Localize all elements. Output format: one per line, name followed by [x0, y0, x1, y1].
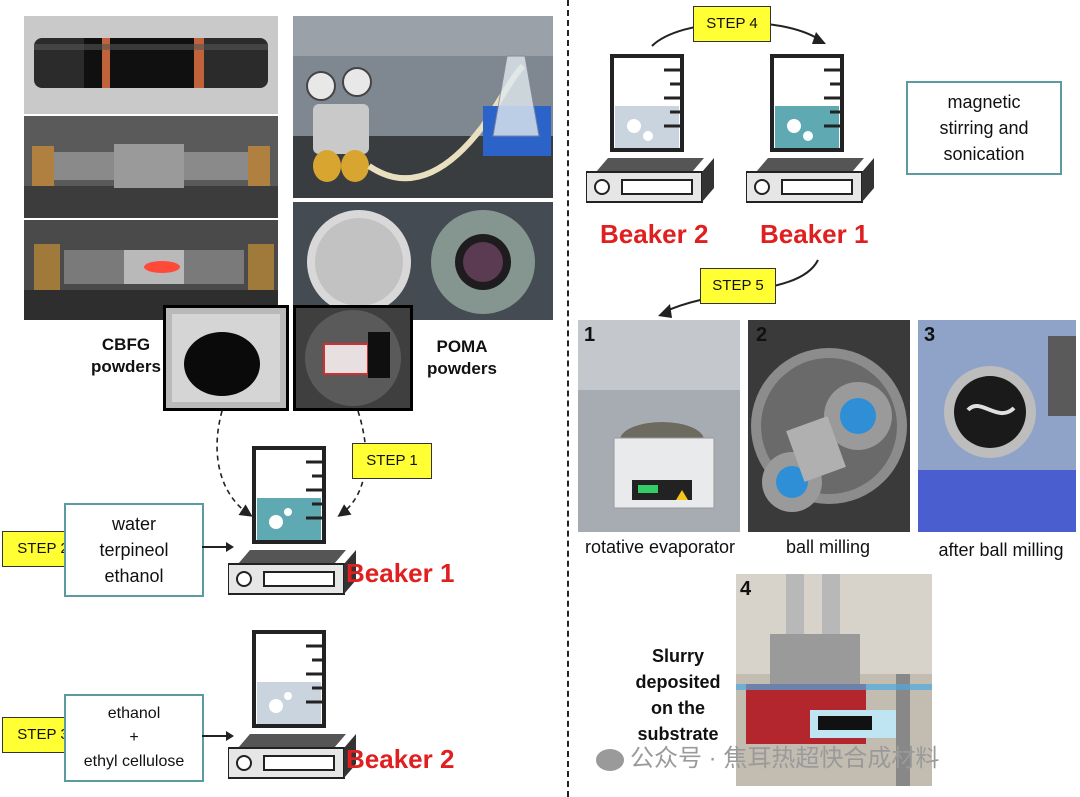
beaker2-label-left: Beaker 2: [346, 744, 455, 774]
photo-number-2: 2: [756, 324, 768, 346]
photo-ball-milling: [748, 320, 910, 532]
panel-divider: [567, 0, 569, 797]
photo-number-1: 1: [584, 324, 596, 346]
caption-rotative-evaporator: rotative evaporator: [584, 537, 736, 557]
step3-solvent-box: ethanol+ethyl cellulose: [64, 694, 204, 782]
photo-after-ball-milling: [918, 320, 1076, 532]
beaker2-stirrer-left: [228, 630, 357, 779]
beaker1-stirrer-right: [746, 54, 875, 203]
caption-after-ball-milling: after ball milling: [938, 540, 1064, 560]
step5-label: STEP 5: [700, 268, 776, 304]
photo-vacuum-filtration: [293, 16, 553, 198]
photo-slurry-deposition: [736, 574, 932, 786]
step1-label: STEP 1: [352, 443, 432, 479]
beaker1-stirrer-left: [228, 446, 357, 595]
step2-arrow: [202, 542, 234, 552]
step3-arrow: [202, 731, 234, 741]
photo-cbfg-tube: [24, 16, 278, 114]
photo-petri-dishes: [293, 202, 553, 320]
beaker2-stirrer-right: [586, 54, 715, 203]
beaker1-label-left: Beaker 1: [346, 558, 455, 588]
photo-poma-powder: [293, 305, 413, 411]
watermark: 公众号 · 焦耳热超快合成材料: [596, 738, 939, 773]
wechat-icon: [596, 748, 624, 771]
photo-jig-assembly: [24, 116, 278, 218]
beaker2-label-right: Beaker 2: [600, 219, 709, 249]
caption-ball-milling: ball milling: [785, 537, 871, 557]
photo-cbfg-powder: [163, 305, 289, 411]
dashed-arrows: [216, 410, 367, 517]
photo-number-3: 3: [924, 324, 936, 346]
step4-label: STEP 4: [693, 6, 771, 42]
beaker1-label-right: Beaker 1: [760, 219, 869, 249]
photo-rotative-evaporator: [578, 320, 740, 532]
photo-number-4: 4: [740, 578, 752, 600]
